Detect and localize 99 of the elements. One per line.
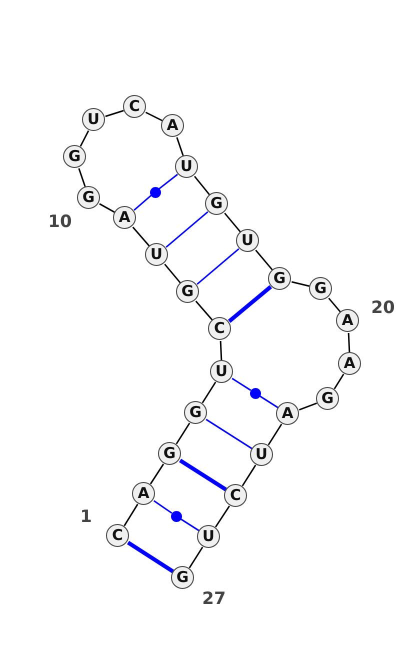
backbone-line [202, 382, 216, 404]
base-letter: U [150, 247, 163, 262]
base-letter: A [342, 313, 354, 328]
base-pair-line [179, 458, 227, 492]
nucleotide-circle [309, 277, 332, 300]
nucleotide-circle [224, 484, 247, 507]
position-number: 1 [80, 507, 92, 527]
nucleotide-circle [336, 309, 359, 332]
backbone-line [105, 110, 124, 118]
base-pair-line [166, 211, 208, 248]
base-pair-line [206, 418, 252, 450]
pair-dot [150, 186, 160, 198]
nucleotide-circle [106, 524, 129, 547]
backbone-line [220, 340, 222, 360]
base-letter: G [321, 391, 334, 406]
backbone-line [176, 422, 190, 444]
nucleotide-circle [176, 280, 199, 303]
nucleotide-circle [205, 192, 228, 215]
base-letter: U [215, 364, 228, 379]
nucleotide-circle [161, 114, 184, 137]
nucleotide-circle [158, 442, 181, 465]
base-letter: G [314, 281, 327, 296]
base-pair-line [258, 395, 278, 408]
nucleotide-circle [250, 443, 273, 466]
backbone-line [124, 504, 138, 526]
nucleotide-circle [184, 401, 207, 424]
position-number: 20 [371, 298, 395, 318]
base-letter: C [214, 321, 225, 336]
backbone-line [291, 281, 310, 287]
base-letter: G [163, 446, 176, 461]
backbone-line [164, 264, 181, 284]
base-letter: G [82, 190, 95, 205]
nucleotide-circle [338, 352, 361, 375]
nucleotide-circle [197, 525, 220, 548]
backbone-line [242, 464, 256, 486]
backbone-line [195, 300, 213, 320]
backbone-line [99, 203, 115, 213]
base-pair-line [127, 540, 174, 574]
base-letter: G [176, 570, 189, 585]
base-letter: A [138, 486, 150, 501]
nucleotide-circle [236, 229, 259, 252]
nucleotide-circle [132, 482, 155, 505]
base-letter: A [282, 406, 294, 421]
backbone-line [132, 226, 150, 246]
base-pair-line [196, 248, 240, 285]
backbone-line [298, 402, 318, 410]
nucleotide-circle [77, 186, 100, 209]
backbone-line [150, 464, 164, 484]
base-letter: U [202, 529, 215, 544]
position-number: 10 [48, 212, 72, 232]
backbone-line [188, 546, 204, 568]
base-pair-line [180, 518, 200, 532]
base-letter: A [118, 210, 130, 225]
backbone-line [255, 250, 273, 270]
nucleotide-circle [268, 267, 291, 290]
base-letter: C [230, 488, 241, 503]
nucleotide-circle [63, 145, 86, 168]
base-letter: C [112, 528, 123, 543]
base-letter: U [241, 233, 254, 248]
base-letter: G [210, 196, 223, 211]
backbone-line [145, 112, 163, 122]
nucleotide-circle [82, 108, 105, 131]
base-letter: G [181, 284, 194, 299]
nucleotide-circle [145, 243, 168, 266]
base-letter: A [344, 356, 356, 371]
backbone-line [328, 298, 341, 312]
nucleotide-circle [210, 360, 233, 383]
nucleotide-circle [208, 317, 231, 340]
base-letter: U [87, 112, 100, 127]
base-letter: U [180, 159, 193, 174]
nucleotide-circle [123, 95, 146, 118]
backbone-line [78, 168, 86, 187]
backbone-line [348, 332, 350, 352]
nucleotide-circle [276, 402, 299, 425]
base-letter: G [68, 149, 81, 164]
nucleotide-circle [113, 206, 136, 229]
backbone-line [80, 130, 90, 147]
position-number: 27 [202, 589, 226, 609]
nucleotide-circle [171, 566, 194, 589]
base-pair-line [153, 500, 172, 514]
backbone-line [224, 212, 241, 232]
backbone-line [194, 176, 210, 196]
base-pair-line [232, 378, 252, 391]
base-letter: C [128, 99, 140, 114]
backbone-line [268, 424, 282, 446]
base-letter: G [273, 271, 286, 286]
base-letter: G [189, 405, 202, 420]
base-pair-line [158, 174, 178, 190]
base-letter: A [166, 118, 178, 133]
nucleotide-circle [175, 155, 198, 178]
pair-dot [250, 388, 260, 398]
backbone-line [334, 374, 344, 390]
nucleotide-circle [316, 387, 339, 410]
base-pair-line [134, 194, 152, 211]
pair-dot [170, 510, 182, 522]
backbone-line [214, 506, 230, 528]
base-pair-line [228, 285, 272, 323]
base-letter: U [255, 447, 268, 462]
backbone-line [176, 137, 184, 156]
